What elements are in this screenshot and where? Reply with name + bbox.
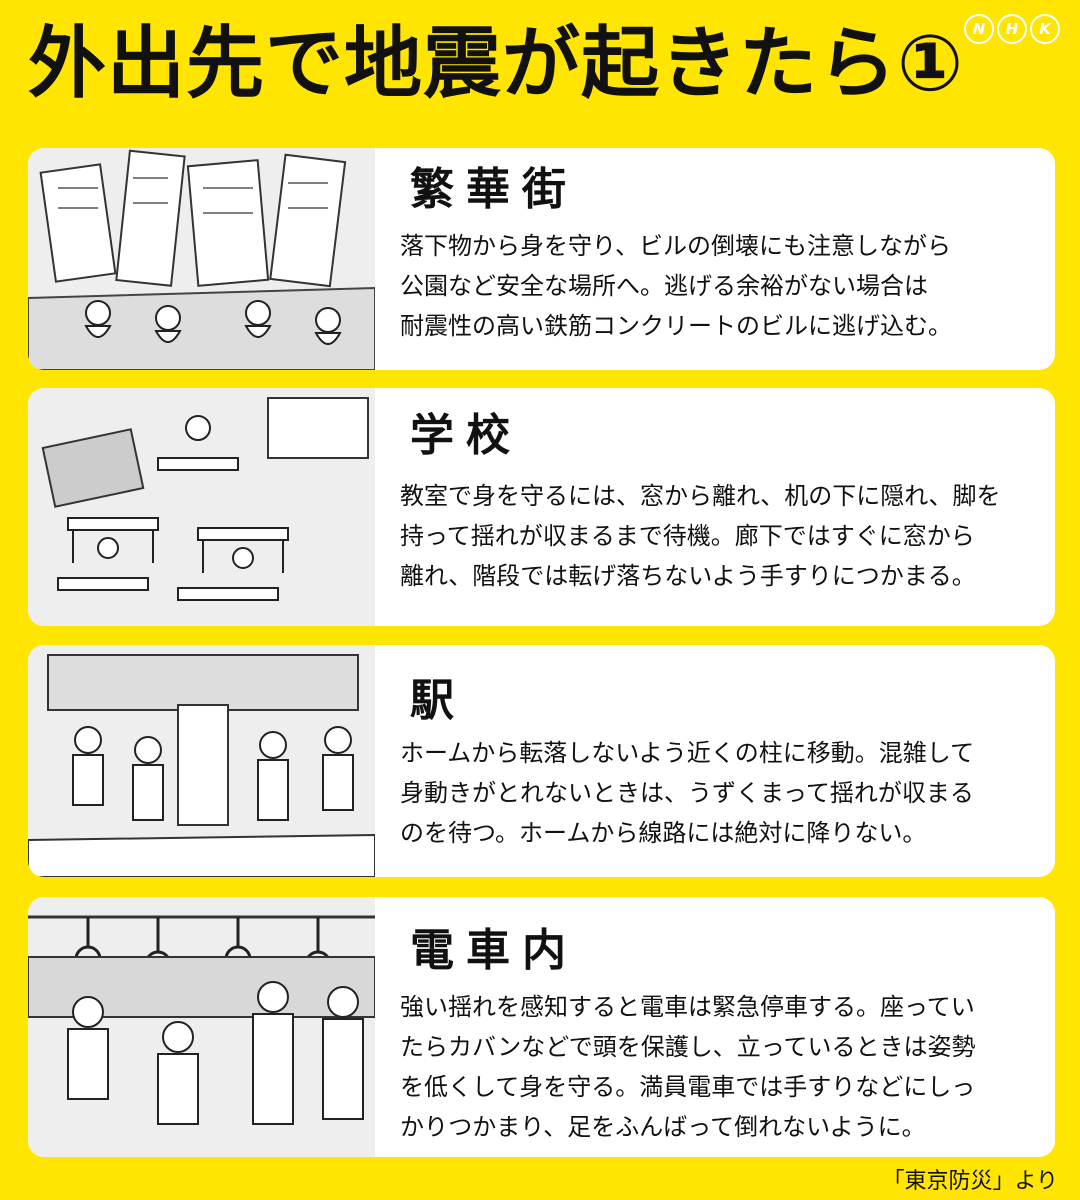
section-card-downtown: 繁華街 落下物から身を守り、ビルの倒壊にも注意しながら 公園など安全な場所へ。逃… bbox=[28, 148, 1055, 370]
section-body: 強い揺れを感知すると電車は緊急停車する。座ってい たらカバンなどで頭を保護し、立… bbox=[400, 987, 1040, 1147]
section-card-school: 学校 教室で身を守るには、窓から離れ、机の下に隠れ、脚を 持って揺れが収まるまで… bbox=[28, 388, 1055, 626]
classroom-scene-icon bbox=[28, 388, 375, 626]
nhk-logo: N H K bbox=[964, 14, 1060, 44]
page-title: 外出先で地震が起きたら① bbox=[28, 19, 965, 109]
section-line: かりつかまり、足をふんばって倒れないように。 bbox=[400, 1113, 926, 1141]
section-card-train: 電車内 強い揺れを感知すると電車は緊急停車する。座ってい たらカバンなどで頭を保… bbox=[28, 897, 1055, 1157]
section-title: 電車内 bbox=[410, 925, 578, 976]
source-note: 「東京防災」より bbox=[882, 1169, 1058, 1194]
downtown-scene-icon bbox=[28, 148, 375, 370]
section-line: 持って揺れが収まるまで待機。廊下ではすぐに窓から bbox=[400, 522, 975, 550]
section-card-station: 駅 ホームから転落しないよう近くの柱に移動。混雑して 身動きがとれないときは、う… bbox=[28, 645, 1055, 877]
section-title: 学校 bbox=[410, 410, 522, 461]
section-body: 落下物から身を守り、ビルの倒壊にも注意しながら 公園など安全な場所へ。逃げる余裕… bbox=[400, 226, 1040, 346]
section-body: ホームから転落しないよう近くの柱に移動。混雑して 身動きがとれないときは、うずく… bbox=[400, 733, 1040, 853]
train-interior-scene-icon bbox=[28, 897, 375, 1157]
school-illustration bbox=[28, 388, 375, 626]
section-line: 離れ、階段では転げ落ちないよう手すりにつかまる。 bbox=[400, 562, 976, 590]
section-line: ホームから転落しないよう近くの柱に移動。混雑して bbox=[400, 739, 975, 767]
section-line: 身動きがとれないときは、うずくまって揺れが収まる bbox=[400, 779, 974, 807]
section-line: 教室で身を守るには、窓から離れ、机の下に隠れ、脚を bbox=[400, 482, 1001, 510]
section-line: 耐震性の高い鉄筋コンクリートのビルに逃げ込む。 bbox=[400, 312, 952, 340]
logo-letter: N bbox=[964, 14, 994, 44]
section-line: のを待つ。ホームから線路には絶対に降りない。 bbox=[400, 819, 927, 847]
station-illustration bbox=[28, 645, 375, 877]
section-line: 公園など安全な場所へ。逃げる余裕がない場合は bbox=[400, 272, 928, 300]
logo-letter: H bbox=[997, 14, 1027, 44]
section-title: 駅 bbox=[410, 675, 466, 726]
station-scene-icon bbox=[28, 645, 375, 877]
section-body: 教室で身を守るには、窓から離れ、机の下に隠れ、脚を 持って揺れが収まるまで待機。… bbox=[400, 476, 1040, 596]
train-illustration bbox=[28, 897, 375, 1157]
section-line: 強い揺れを感知すると電車は緊急停車する。座ってい bbox=[400, 993, 975, 1021]
section-line: 落下物から身を守り、ビルの倒壊にも注意しながら bbox=[400, 232, 952, 260]
logo-letter: K bbox=[1030, 14, 1060, 44]
section-line: を低くして身を守る。満員電車では手すりなどにしっ bbox=[400, 1073, 976, 1101]
downtown-illustration bbox=[28, 148, 375, 370]
section-line: たらカバンなどで頭を保護し、立っているときは姿勢 bbox=[400, 1033, 976, 1061]
section-title: 繁華街 bbox=[410, 164, 578, 215]
